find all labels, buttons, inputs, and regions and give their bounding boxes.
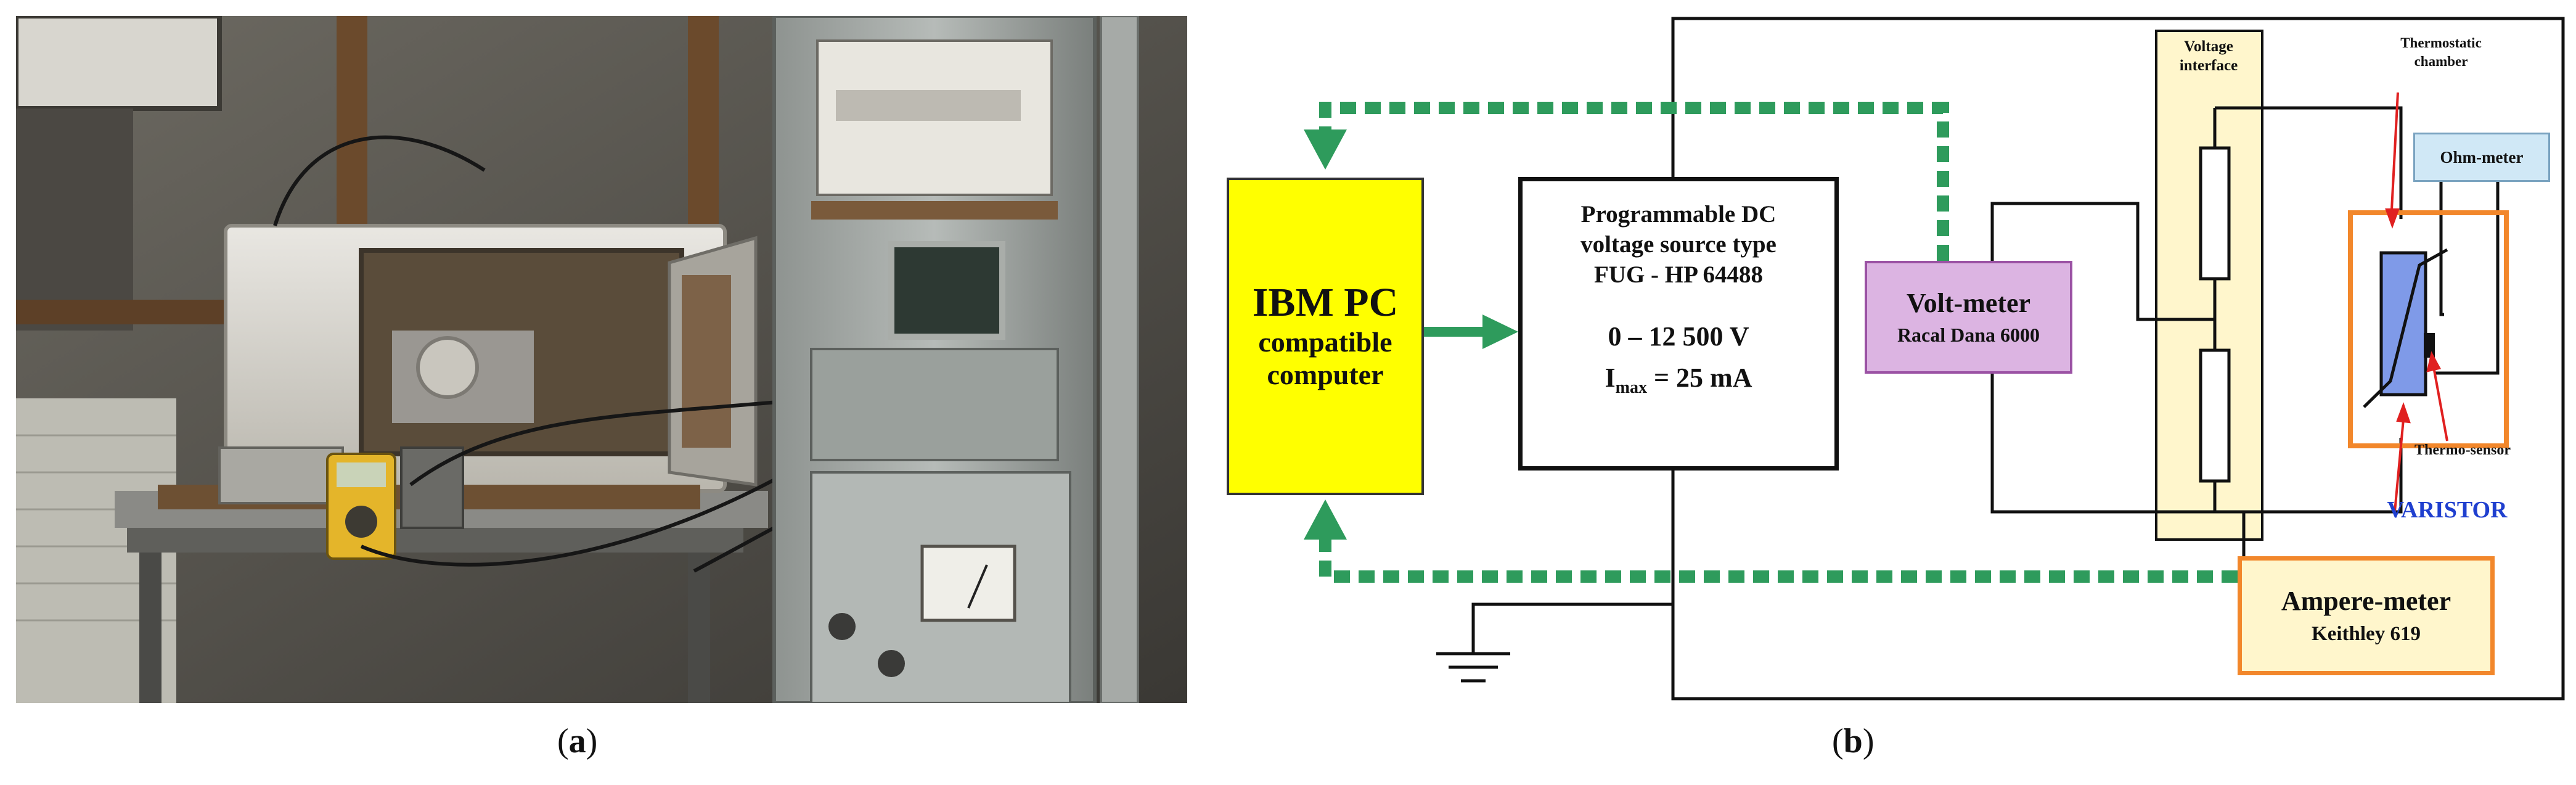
voltage-interface-line1: Voltage bbox=[2184, 38, 2233, 55]
ibm-pc-subtitle: compatible computer bbox=[1258, 326, 1392, 392]
source-line3: FUG - HP 64488 bbox=[1593, 261, 1764, 288]
resistor-lower bbox=[2199, 348, 2231, 483]
voltage-interface-line2: interface bbox=[2179, 57, 2238, 75]
ibm-pc-title: IBM PC bbox=[1252, 279, 1399, 325]
lab-setup-photo bbox=[16, 16, 1187, 703]
caption-b: (b) bbox=[1832, 721, 1874, 761]
caption-b-open: ( bbox=[1832, 722, 1844, 760]
ibm-pc-line1: compatible bbox=[1258, 326, 1392, 358]
caption-a-open: ( bbox=[557, 722, 569, 760]
ibm-pc-line2: computer bbox=[1267, 359, 1384, 391]
ohmmeter-label: Ohm-meter bbox=[2440, 147, 2524, 166]
thermostatic-chamber-label: Thermostatic chamber bbox=[2367, 34, 2515, 71]
ohmmeter-box: Ohm-meter bbox=[2413, 133, 2550, 182]
varistor-label: VARISTOR bbox=[2387, 497, 2508, 523]
voltage-interface-panel bbox=[2155, 30, 2263, 541]
caption-a-letter: a bbox=[568, 722, 586, 760]
imax-symbol: I bbox=[1605, 363, 1616, 393]
data-link-ammeter bbox=[1319, 530, 2238, 583]
source-current-limit: Imax = 25 mA bbox=[1605, 362, 1752, 398]
voltmeter-model: Racal Dana 6000 bbox=[1897, 324, 2040, 347]
source-line2: voltage source type bbox=[1580, 231, 1777, 258]
caption-a-close: ) bbox=[586, 722, 598, 760]
thermostatic-line1: Thermostatic bbox=[2400, 35, 2482, 51]
arrow-into-computer-top bbox=[1304, 129, 1347, 170]
ammeter-model: Keithley 619 bbox=[2312, 623, 2421, 646]
arrow-computer-to-source bbox=[1482, 314, 1518, 349]
varistor-characteristic bbox=[2363, 248, 2448, 408]
ammeter-title: Ampere-meter bbox=[2281, 585, 2451, 616]
source-title: Programmable DC voltage source type FUG … bbox=[1580, 200, 1777, 290]
ibm-pc-box: IBM PC compatible computer bbox=[1227, 178, 1424, 495]
thermostatic-line2: chamber bbox=[2414, 53, 2468, 69]
arrow-into-computer-bottom bbox=[1304, 499, 1347, 540]
thermostatic-chamber bbox=[2348, 210, 2509, 448]
voltmeter-box: Volt-meter Racal Dana 6000 bbox=[1865, 261, 2072, 374]
thermo-sensor-element bbox=[2424, 333, 2435, 358]
dc-voltage-source-box: Programmable DC voltage source type FUG … bbox=[1518, 177, 1839, 471]
varistor-element bbox=[2379, 251, 2427, 397]
imax-subscript: max bbox=[1615, 378, 1647, 398]
caption-b-close: ) bbox=[1862, 722, 1875, 760]
voltage-interface-label: Voltage interface bbox=[2156, 37, 2261, 76]
source-voltage-range: 0 – 12 500 V bbox=[1608, 321, 1749, 352]
source-line1: Programmable DC bbox=[1580, 201, 1777, 228]
imax-value: = 25 mA bbox=[1646, 363, 1752, 393]
voltmeter-title: Volt-meter bbox=[1906, 287, 2031, 318]
caption-b-letter: b bbox=[1843, 722, 1863, 760]
caption-a: (a) bbox=[557, 721, 597, 761]
resistor-upper bbox=[2199, 146, 2231, 281]
ammeter-box: Ampere-meter Keithley 619 bbox=[2238, 556, 2495, 675]
thermo-sensor-label: Thermo-sensor bbox=[2414, 442, 2511, 458]
